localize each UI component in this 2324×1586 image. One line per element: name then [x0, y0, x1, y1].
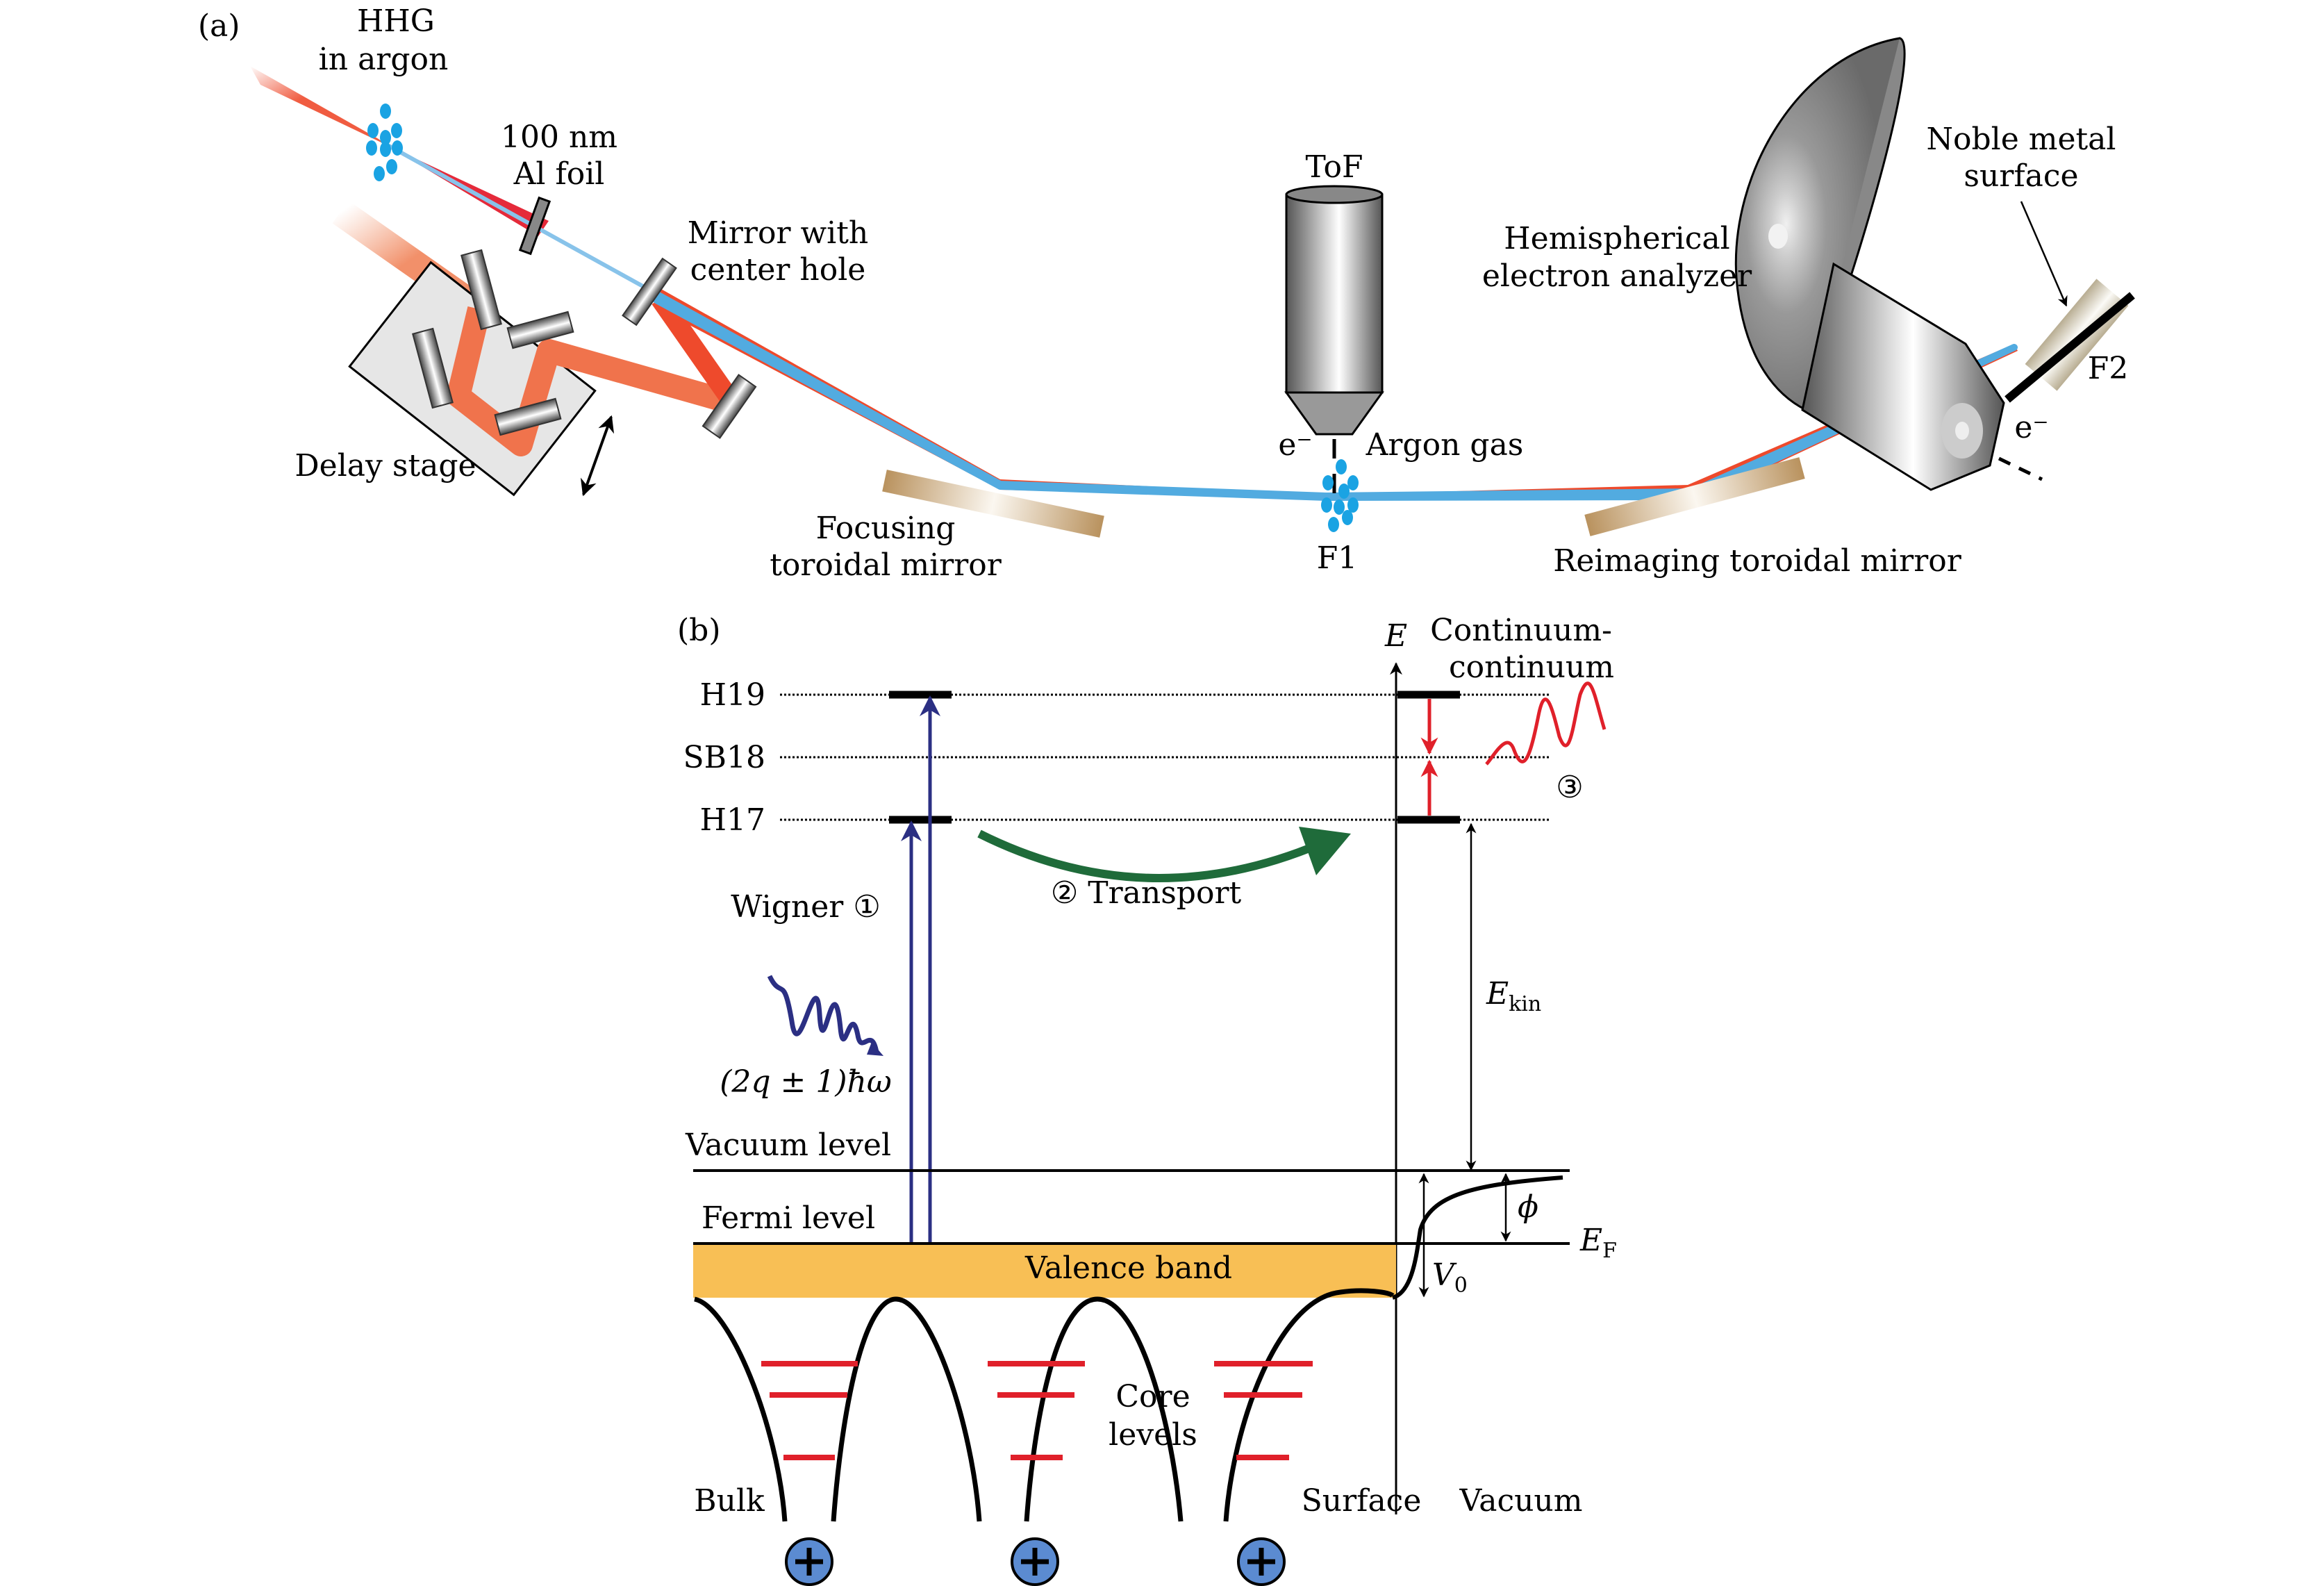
- argon-gas-jet: [1321, 459, 1359, 532]
- xuv-beam-thin: [388, 144, 654, 294]
- noble-metal-pointer-arrow: [2020, 201, 2068, 307]
- panel-a: (a) HHG in argon 100 nm Al foil: [198, 3, 2135, 583]
- noble-metal-surface: [2005, 279, 2135, 403]
- hemispherical-analyzer: [1734, 37, 2005, 491]
- atomic-potential-wells: [693, 1288, 1395, 1522]
- v0-label-main: V: [1432, 1257, 1457, 1293]
- mirror-hole-label-line1: Mirror with: [688, 215, 868, 251]
- analyzer-electron-path: [1998, 456, 2043, 481]
- energy-axis-label: E: [1384, 618, 1407, 654]
- reimaging-toroidal-mirror: [1584, 457, 1805, 536]
- panel-b: (b) H19 SB18 H17 ② Transport E Continuum…: [677, 613, 1617, 1586]
- core-levels: [761, 1361, 1313, 1460]
- reimaging-mirror-label: Reimaging toroidal mirror: [1553, 543, 1962, 579]
- al-foil-label-line2: Al foil: [513, 156, 605, 192]
- transport-label: ② Transport: [1051, 875, 1242, 911]
- analyzer-label-line2: electron analyzer: [1482, 258, 1752, 294]
- focusing-mirror-label-line2: toroidal mirror: [770, 547, 1002, 583]
- valence-band-label: Valence band: [1024, 1250, 1232, 1286]
- transport-arrowhead: [1299, 827, 1351, 875]
- ef-label-sub: F: [1602, 1239, 1617, 1263]
- ion-core: [785, 1537, 833, 1586]
- fermi-energy-label: EF: [1579, 1223, 1617, 1263]
- surface-label: Surface: [1302, 1483, 1422, 1519]
- bulk-label: Bulk: [694, 1483, 765, 1519]
- continuum-label-line2: continuum: [1449, 650, 1614, 685]
- noble-metal-label-line1: Noble metal: [1926, 122, 2116, 157]
- level-label-sb18: SB18: [683, 740, 765, 775]
- hhg-label-line1: HHG: [357, 3, 435, 39]
- level-label-h17: H17: [700, 802, 765, 838]
- photon-energy-label: (2q ± 1)ħω: [720, 1064, 892, 1100]
- analyzer-label-line1: Hemispherical: [1504, 221, 1729, 256]
- argon-gas-label: Argon gas: [1366, 427, 1524, 463]
- ef-label-main: E: [1579, 1223, 1602, 1258]
- work-function-label: ϕ: [1518, 1189, 1538, 1225]
- harmonic-level-lines: [780, 693, 1549, 821]
- ir-photon-wave: [1485, 682, 1607, 766]
- driving-laser-beam: [250, 66, 385, 144]
- hhg-gas-jet: [366, 104, 403, 181]
- valence-band: [693, 1245, 1396, 1298]
- mirror-hole-label-line2: center hole: [690, 252, 866, 288]
- delay-stage-label: Delay stage: [294, 448, 476, 484]
- panel-b-label: (b): [677, 613, 721, 648]
- fermi-level-label: Fermi level: [702, 1200, 875, 1236]
- v0-label-sub: 0: [1454, 1273, 1468, 1298]
- focusing-mirror-label-line1: Focusing: [816, 511, 956, 546]
- core-levels-label-line1: Core: [1115, 1379, 1190, 1414]
- delay-mirrors: [412, 249, 757, 439]
- al-foil-label-line1: 100 nm: [501, 119, 617, 155]
- vacuum-level-label: Vacuum level: [685, 1127, 891, 1163]
- xuv-photon-wave: [767, 975, 879, 1053]
- delay-direction-arrow: [580, 415, 615, 497]
- ekin-label-main: E: [1486, 976, 1509, 1011]
- level-bars: [889, 691, 1460, 1272]
- tof-detector: [1284, 185, 1384, 436]
- focus-f1-label: F1: [1317, 540, 1358, 576]
- ion-cores: [785, 1537, 1286, 1586]
- xuv-photon-arrowhead: [867, 1042, 883, 1056]
- core-levels-label-line2: levels: [1109, 1417, 1197, 1453]
- cc-step-label: ③: [1556, 770, 1583, 805]
- ion-core: [1011, 1537, 1059, 1586]
- mirror-with-center-hole: [622, 257, 677, 327]
- al-foil: [518, 196, 551, 256]
- ir-beam-to-mirror: [651, 292, 741, 409]
- continuum-label-line1: Continuum-: [1430, 613, 1612, 648]
- tof-electron-label: e⁻: [1278, 427, 1312, 463]
- ir-beam-delay: [447, 306, 736, 456]
- level-label-h19: H19: [700, 677, 765, 713]
- analyzer-electron-label: e⁻: [2014, 410, 2048, 445]
- tof-label: ToF: [1306, 149, 1363, 185]
- focus-f2-label: F2: [2088, 351, 2129, 386]
- hhg-label-line2: in argon: [319, 42, 449, 77]
- vacuum-label: Vacuum: [1459, 1483, 1582, 1519]
- wigner-label: Wigner ①: [731, 889, 881, 925]
- focusing-toroidal-mirror: [882, 470, 1104, 538]
- ekin-label-sub: kin: [1509, 992, 1541, 1016]
- noble-metal-label-line2: surface: [1964, 158, 2078, 194]
- transport-arrow: [977, 829, 1322, 882]
- panel-a-label: (a): [198, 8, 240, 44]
- v0-label: V0: [1432, 1257, 1468, 1298]
- ekin-label: Ekin: [1486, 976, 1541, 1016]
- ion-core: [1237, 1537, 1286, 1586]
